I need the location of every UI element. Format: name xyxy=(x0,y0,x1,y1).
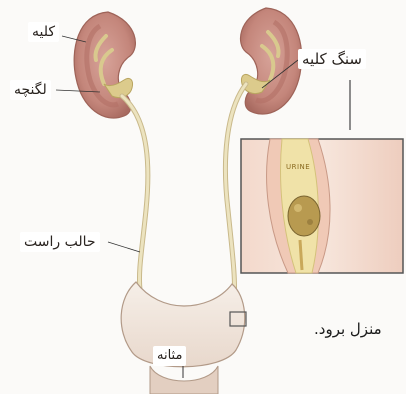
inset-urine-label: URINE xyxy=(286,163,310,171)
label-renal-pelvis: لگنچه xyxy=(10,80,51,100)
right-ureter xyxy=(122,96,148,290)
right-kidney xyxy=(241,8,302,114)
label-bladder: مثانه xyxy=(153,346,186,366)
kidney-stone xyxy=(288,196,320,236)
label-kidney: کلیه xyxy=(28,22,59,42)
urethra-base xyxy=(150,366,218,394)
stone-inset xyxy=(241,139,403,273)
background-text: منزل برود. xyxy=(314,320,382,338)
label-kidney-stone: سنگ کلیه xyxy=(298,49,366,69)
label-right-ureter: حالب راست xyxy=(20,232,100,252)
